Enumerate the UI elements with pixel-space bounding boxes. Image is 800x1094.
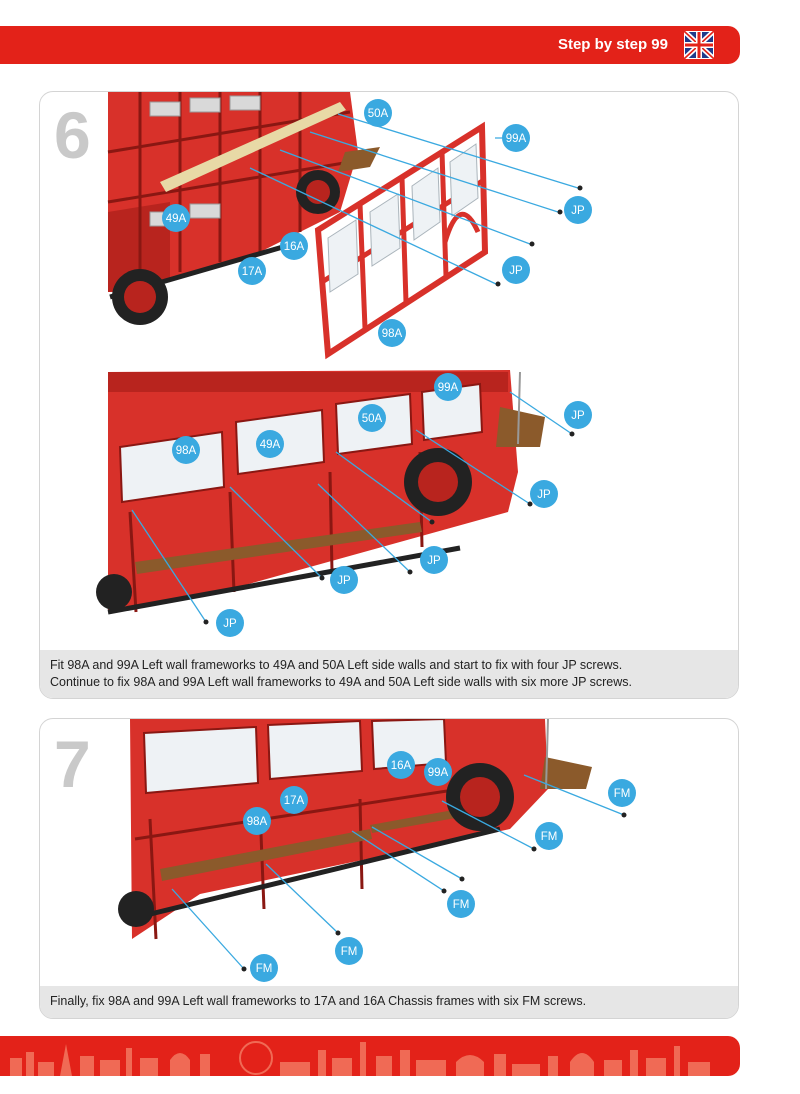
callout-FM-c3: FM [447, 890, 475, 918]
svg-text:JP: JP [509, 265, 523, 277]
step-7-panel: 16A 99A 17A 98A FM FM FM FM FM 7 Finally… [39, 718, 739, 1019]
callout-99A: 99A [502, 124, 530, 152]
callout-98A-b: 98A [172, 436, 200, 464]
callout-99A-c: 99A [424, 758, 452, 786]
svg-text:JP: JP [337, 575, 351, 587]
svg-text:98A: 98A [247, 816, 268, 828]
svg-text:98A: 98A [176, 445, 197, 457]
step-number: 7 [54, 731, 91, 797]
callout-FM-c1: FM [608, 779, 636, 807]
callout-FM-c4: FM [335, 937, 363, 965]
svg-text:FM: FM [453, 899, 470, 911]
callout-17A: 17A [238, 257, 266, 285]
header-bar: Step by step 99 [0, 26, 740, 64]
caption-line: Fit 98A and 99A Left wall frameworks to … [50, 657, 728, 674]
callout-98A-c: 98A [243, 807, 271, 835]
callout-49A-b: 49A [256, 430, 284, 458]
callout-FM-c5: FM [250, 954, 278, 982]
step-6-caption: Fit 98A and 99A Left wall frameworks to … [40, 650, 738, 698]
london-skyline-decoration [0, 1036, 740, 1076]
svg-text:17A: 17A [284, 795, 305, 807]
callout-50A-b: 50A [358, 404, 386, 432]
callout-17A-c: 17A [280, 786, 308, 814]
svg-text:17A: 17A [242, 266, 263, 278]
callout-JP-b5: JP [216, 609, 244, 637]
svg-text:49A: 49A [166, 213, 187, 225]
svg-text:FM: FM [341, 946, 358, 958]
callout-JP-b3: JP [420, 546, 448, 574]
callout-16A: 16A [280, 232, 308, 260]
step-7-caption: Finally, fix 98A and 99A Left wall frame… [40, 986, 738, 1018]
svg-text:50A: 50A [368, 108, 389, 120]
callout-JP-1: JP [564, 196, 592, 224]
svg-text:FM: FM [541, 831, 558, 843]
callout-FM-c2: FM [535, 822, 563, 850]
step-6-panel: 50A 99A 49A 16A 17A 98A JP JP [39, 91, 739, 699]
svg-text:99A: 99A [438, 382, 459, 394]
callout-JP-b4: JP [330, 566, 358, 594]
svg-text:50A: 50A [362, 413, 383, 425]
caption-line: Finally, fix 98A and 99A Left wall frame… [50, 993, 728, 1010]
svg-text:99A: 99A [506, 133, 527, 145]
callout-JP-b2: JP [530, 480, 558, 508]
footer-bar [0, 1036, 740, 1076]
callout-49A: 49A [162, 204, 190, 232]
callout-99A-b: 99A [434, 373, 462, 401]
svg-text:49A: 49A [260, 439, 281, 451]
bus-chassis-side-view [118, 719, 592, 939]
svg-text:99A: 99A [428, 767, 449, 779]
svg-text:JP: JP [571, 410, 585, 422]
callout-98A: 98A [378, 319, 406, 347]
callout-16A-c: 16A [387, 751, 415, 779]
svg-text:JP: JP [571, 205, 585, 217]
svg-text:JP: JP [427, 555, 441, 567]
callout-JP-b1: JP [564, 401, 592, 429]
step-6-illustration: 50A 99A 49A 16A 17A 98A JP JP [40, 92, 739, 652]
svg-text:FM: FM [256, 963, 273, 975]
svg-text:JP: JP [537, 489, 551, 501]
step-7-illustration: 16A 99A 17A 98A FM FM FM FM FM [40, 719, 739, 987]
svg-text:98A: 98A [382, 328, 403, 340]
callout-JP-2: JP [502, 256, 530, 284]
caption-line: Continue to fix 98A and 99A Left wall fr… [50, 674, 728, 691]
svg-text:16A: 16A [284, 241, 305, 253]
svg-text:JP: JP [223, 618, 237, 630]
step-number: 6 [54, 102, 91, 168]
svg-text:FM: FM [614, 788, 631, 800]
page-title: Step by step 99 [558, 36, 668, 53]
svg-text:16A: 16A [391, 760, 412, 772]
bus-body-top-view [108, 92, 380, 325]
union-jack-flag-icon [684, 31, 714, 59]
callout-50A: 50A [364, 99, 392, 127]
